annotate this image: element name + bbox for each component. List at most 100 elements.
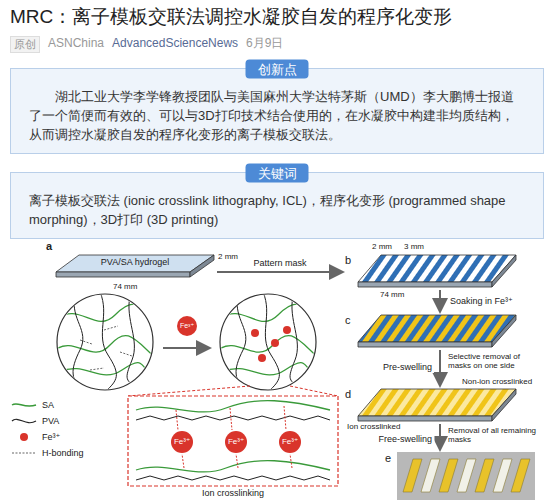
panel-letter: a bbox=[46, 240, 52, 253]
fe-ion bbox=[177, 316, 197, 336]
helix-ribbon bbox=[493, 459, 512, 492]
hydrogel-slab: b bbox=[345, 254, 517, 288]
hydrogel-slab: PVA/SA hydrogel bbox=[55, 254, 215, 278]
figure-label: 74 mm bbox=[113, 282, 137, 291]
slab-top bbox=[56, 255, 214, 272]
hydrogel-slab: c bbox=[345, 314, 517, 348]
helix-ribbon bbox=[511, 459, 530, 492]
legend-pva bbox=[12, 419, 36, 422]
sa-chain bbox=[218, 304, 321, 325]
panel-letter: c bbox=[345, 314, 351, 326]
fe-arrow bbox=[163, 347, 210, 349]
helix-ribbon bbox=[421, 459, 440, 492]
slab-top bbox=[358, 389, 516, 416]
pva-chain bbox=[236, 296, 248, 392]
pva-chain bbox=[73, 296, 85, 392]
h-bond bbox=[80, 326, 132, 370]
figure-label: 2 mm bbox=[218, 252, 238, 261]
slab-shape bbox=[357, 388, 517, 422]
sa-chain bbox=[218, 336, 321, 360]
fe-ion bbox=[171, 431, 193, 453]
process-arrow bbox=[439, 290, 441, 312]
figure-label: Selective removal of masks on one side bbox=[448, 352, 544, 370]
legend-fe bbox=[20, 433, 28, 441]
sa-chain bbox=[55, 336, 158, 360]
fe-ion bbox=[283, 326, 291, 334]
edge-label: Free-swelling bbox=[376, 434, 434, 445]
pva-chain bbox=[127, 296, 140, 390]
figure-label: 74 mm bbox=[380, 290, 404, 299]
pva-chain bbox=[263, 292, 279, 392]
panel-letter: b bbox=[345, 254, 351, 266]
legend-text: SA bbox=[42, 400, 54, 411]
slab-side bbox=[190, 255, 214, 277]
meta-text: ASNChina bbox=[48, 36, 104, 51]
panel-heading: 创新点 bbox=[246, 60, 309, 79]
info-panel: 关键词离子模板交联法 (ionic crosslink lithography,… bbox=[10, 172, 544, 239]
helix-ribbon bbox=[403, 459, 422, 492]
sa-chain bbox=[136, 461, 330, 472]
process-arrow bbox=[439, 350, 441, 386]
panel-body: 离子模板交联法 (ionic crosslink lithography, IC… bbox=[29, 191, 525, 229]
edge-label: Soaking in Fe³⁺ bbox=[448, 296, 515, 307]
legend-swatches bbox=[12, 404, 36, 453]
figure-label: 3 mm bbox=[404, 242, 424, 251]
figure-label: Ion crosslinked bbox=[347, 422, 400, 431]
zoom-box bbox=[128, 396, 338, 486]
meta-text: 原创 bbox=[10, 36, 40, 53]
legend-text: PVA bbox=[42, 416, 59, 427]
figure-label: Fe³⁺ bbox=[180, 322, 194, 330]
figure-label: Fe³⁺ bbox=[174, 437, 190, 446]
slab-shape bbox=[357, 314, 517, 348]
legend-hbond bbox=[12, 452, 36, 453]
slab-label: PVA/SA hydrogel bbox=[55, 257, 215, 268]
slab-shape bbox=[357, 254, 517, 288]
panel-letter: d bbox=[345, 388, 351, 400]
figure-label: 2 mm bbox=[372, 242, 392, 251]
process-arrow bbox=[439, 424, 441, 450]
zoom-line bbox=[128, 386, 250, 396]
figure-label: Fe³⁺ bbox=[282, 437, 298, 446]
panel-body: 湖北工业大学李学锋教授团队与美国麻州大学达特茅斯（UMD）李大鹏博士报道了一个简… bbox=[29, 87, 525, 144]
coordination-bond bbox=[176, 406, 292, 468]
helix-ribbon bbox=[475, 459, 494, 492]
slab-top bbox=[358, 315, 516, 342]
meta-text: AdvancedScienceNews bbox=[112, 36, 238, 51]
pva-chain bbox=[100, 292, 116, 392]
figure-label: Removal of all remaining masks bbox=[448, 426, 538, 444]
sa-chain bbox=[136, 401, 330, 412]
pva-chain bbox=[136, 416, 330, 420]
meta-text: 6月9日 bbox=[246, 36, 283, 51]
edge-label: Pre-swelling bbox=[381, 362, 434, 373]
legend-sa bbox=[12, 404, 36, 406]
sa-chain bbox=[55, 304, 158, 325]
photo-ground bbox=[397, 452, 535, 500]
edge-label: Pattern mask bbox=[251, 258, 308, 269]
fe-ion bbox=[279, 431, 301, 453]
legend-text: Fe³⁺ bbox=[42, 432, 60, 443]
hydrogel-slab: d bbox=[345, 388, 517, 422]
zoom-line bbox=[290, 386, 338, 396]
slab-side bbox=[492, 389, 516, 421]
slab-front bbox=[358, 282, 492, 287]
slab-side bbox=[492, 255, 516, 287]
figure-label: Ion crosslinking bbox=[202, 488, 264, 498]
pva-chain bbox=[290, 296, 303, 390]
chem-structure bbox=[136, 401, 330, 480]
fe-ion bbox=[271, 339, 279, 347]
slab-top bbox=[358, 255, 516, 282]
slab-front bbox=[358, 342, 492, 347]
figure-label: Fe³⁺ bbox=[228, 437, 244, 446]
panel-letter: e bbox=[385, 452, 391, 464]
helix-ribbon bbox=[439, 459, 458, 492]
process-arrow bbox=[217, 271, 343, 273]
fe-ion bbox=[258, 354, 266, 362]
pva-chain bbox=[136, 476, 330, 480]
fe-ion bbox=[251, 329, 259, 337]
helix-ribbon bbox=[457, 459, 476, 492]
info-panel: 创新点湖北工业大学李学锋教授团队与美国麻州大学达特茅斯（UMD）李大鹏博士报道了… bbox=[10, 68, 544, 154]
network-left bbox=[55, 292, 158, 392]
legend-text: H-bonding bbox=[42, 448, 84, 459]
photo-panel: e bbox=[385, 452, 535, 500]
